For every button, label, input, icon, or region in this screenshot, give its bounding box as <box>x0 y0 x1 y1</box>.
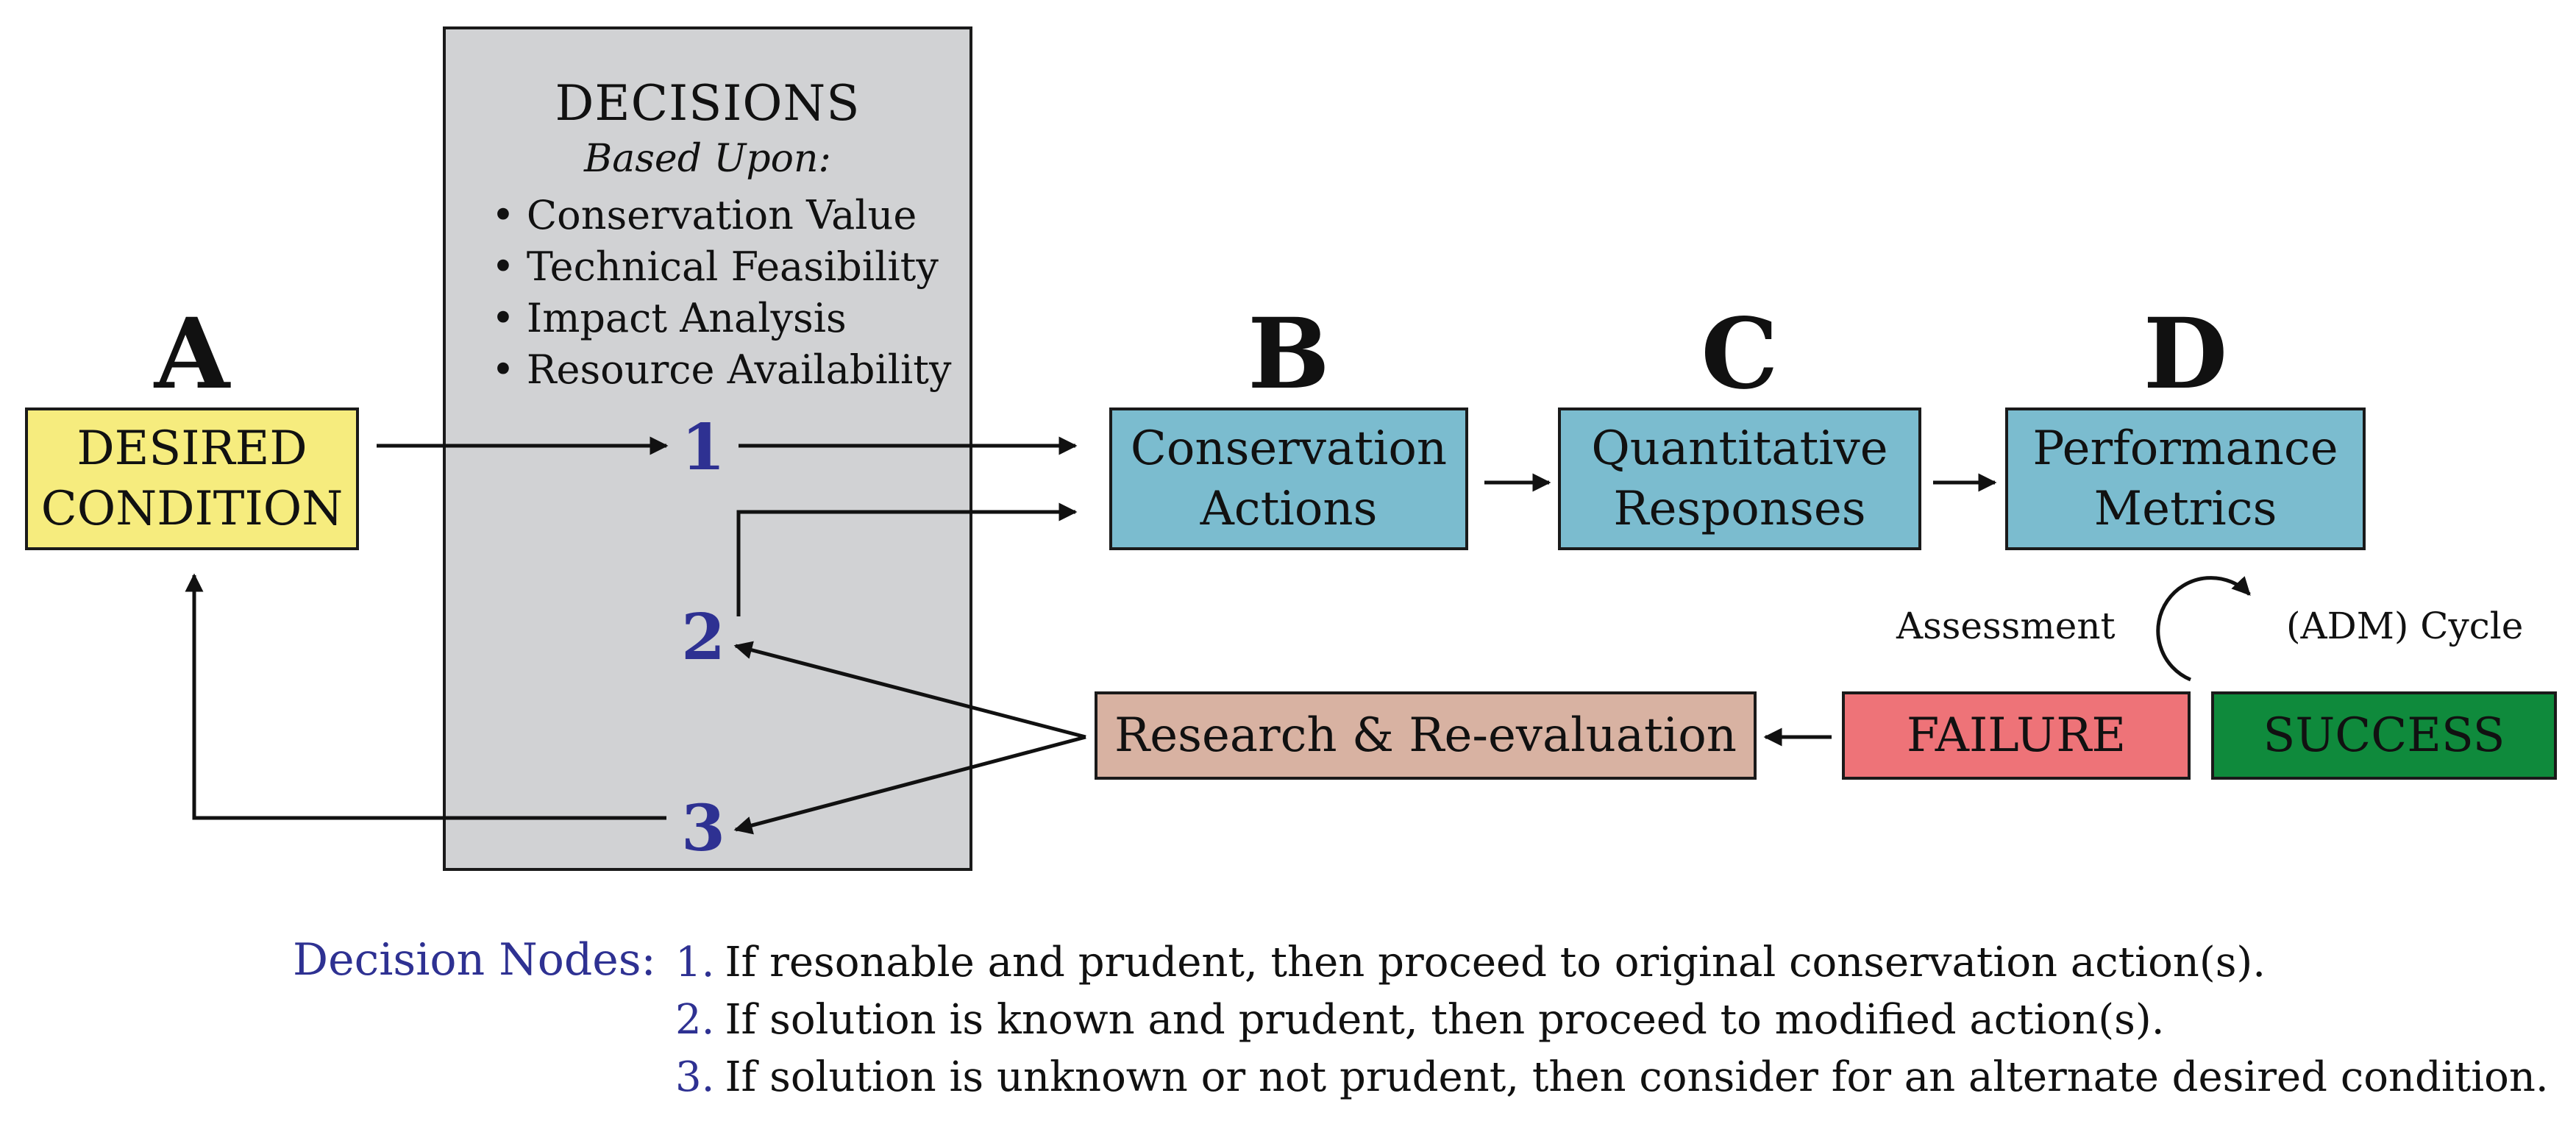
stage-letter-c: C <box>1701 297 1779 411</box>
box-label-line: CONDITION <box>40 482 344 536</box>
failure-label: FAILURE <box>1906 708 2127 763</box>
criterion-item: Technical Feasibility <box>491 241 952 293</box>
box-label-line: Performance <box>2032 421 2338 476</box>
stage-letter-a: A <box>154 297 230 411</box>
decision-criteria-list: Conservation Value Technical Feasibility… <box>491 190 952 396</box>
criterion-item: Conservation Value <box>491 190 952 241</box>
decision-node-2: 2 <box>681 600 725 675</box>
box-label-line: Metrics <box>2093 482 2277 536</box>
research-label: Research & Re-evaluation <box>1114 708 1737 763</box>
legend-item-number: 3. <box>675 1053 715 1101</box>
legend-item: 2.If solution is known and prudent, then… <box>675 996 2165 1044</box>
adm-cycle-arrow <box>2156 576 2251 682</box>
legend-item: 1.If resonable and prudent, then proceed… <box>675 939 2266 986</box>
success-box: SUCCESS <box>2211 691 2557 780</box>
legend-item-text: If resonable and prudent, then proceed t… <box>725 939 2266 986</box>
box-label-line: Quantitative <box>1591 421 1888 476</box>
legend-item-text: If solution is unknown or not prudent, t… <box>725 1053 2549 1101</box>
box-label-line: Responses <box>1613 482 1866 536</box>
box-label-line: Conservation <box>1130 421 1448 476</box>
legend-title: Decision Nodes: <box>293 934 656 986</box>
legend-item-text: If solution is known and prudent, then p… <box>725 996 2165 1044</box>
research-reevaluation-box: Research & Re-evaluation <box>1095 691 1757 780</box>
legend-item-number: 1. <box>675 939 715 986</box>
criterion-item: Impact Analysis <box>491 293 952 344</box>
arrow-node3-to-desired <box>185 573 666 820</box>
decision-node-3: 3 <box>681 791 725 866</box>
stage-letter-b: B <box>1248 297 1330 411</box>
stage-letter-d: D <box>2143 297 2228 411</box>
desired-condition-box: DESIRED CONDITION <box>25 408 359 550</box>
box-label-line: DESIRED <box>77 421 307 476</box>
arrow-node2-to-actions <box>736 502 1078 616</box>
decisions-heading: DECISIONS <box>555 75 861 132</box>
failure-box: FAILURE <box>1842 691 2191 780</box>
arrow-research-to-node3 <box>733 735 1086 835</box>
legend-item: 3.If solution is unknown or not prudent,… <box>675 1053 2549 1101</box>
decisions-subheading: Based Upon: <box>584 137 831 181</box>
box-label-line: Actions <box>1200 482 1378 536</box>
assessment-label: Assessment <box>1896 605 2116 647</box>
adm-cycle-label: (ADM) Cycle <box>2286 605 2524 647</box>
arrow-research-to-node2 <box>733 641 1086 739</box>
decisions-panel: DECISIONS Based Upon: Conservation Value… <box>443 26 972 871</box>
success-label: SUCCESS <box>2263 708 2505 763</box>
legend-item-number: 2. <box>675 996 715 1044</box>
criterion-item: Resource Availability <box>491 344 952 396</box>
decision-node-1: 1 <box>681 410 725 485</box>
